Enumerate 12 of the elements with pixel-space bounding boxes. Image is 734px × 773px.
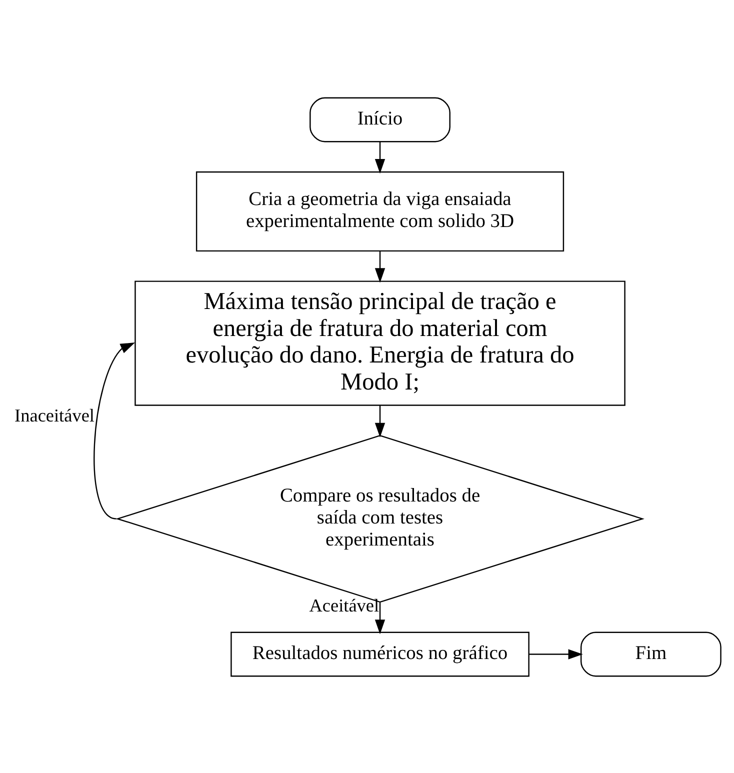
node-box: Cria a geometria da viga ensaiada experimentalmente com solido 3D [196, 170, 564, 252]
arrow [529, 648, 583, 659]
arrow [374, 405, 386, 437]
arrow [374, 602, 386, 634]
arrow [94, 342, 136, 519]
node-box: Resultados numéricos no gráfico [230, 631, 530, 676]
node-box: Início [310, 96, 450, 142]
edge-label: Inaceitável [14, 405, 94, 426]
node-box: Máxima tensão principal de tração e energia de fratura do material com evolução do dano. Energia de fratura do Modo I; [134, 280, 626, 406]
node-box: Fim [580, 631, 722, 676]
arrow [374, 141, 386, 174]
arrow [374, 250, 386, 282]
